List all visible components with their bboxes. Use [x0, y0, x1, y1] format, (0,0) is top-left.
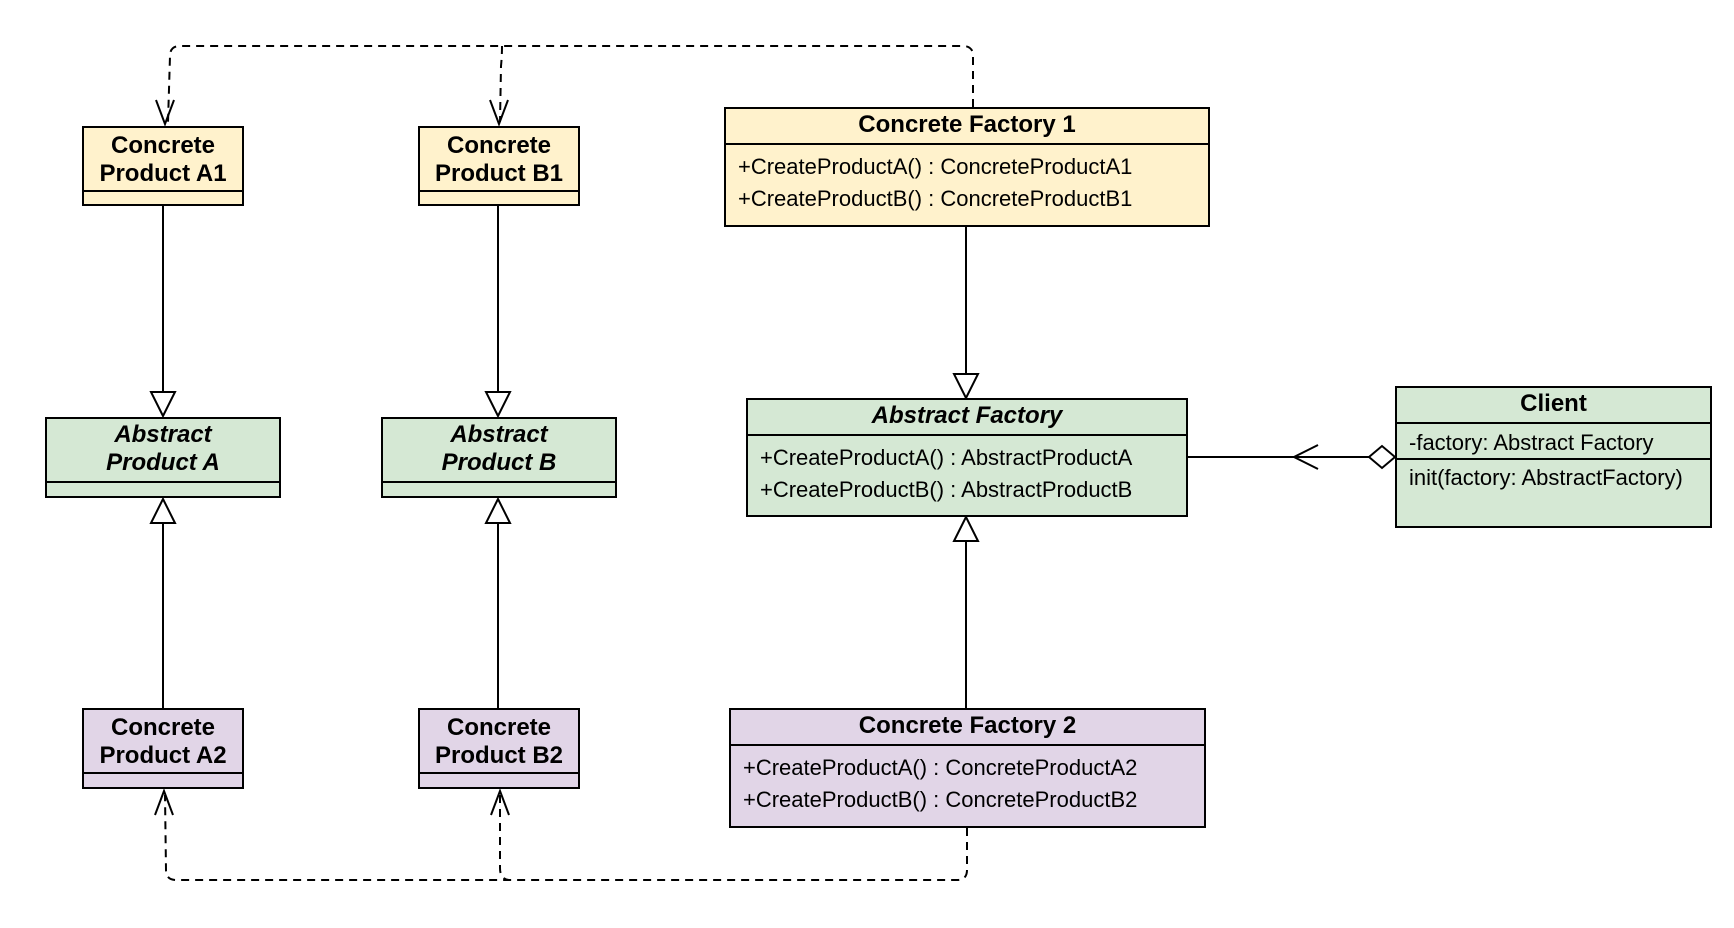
class-abstract-product-b[interactable]: Abstract Product B	[381, 417, 617, 498]
inheritance-arrowhead-b2	[484, 496, 512, 524]
method-create-product-a: +CreateProductA() : AbstractProductA	[760, 445, 1133, 470]
class-name-line1: Concrete	[446, 132, 552, 159]
dependency-line-factory1	[167, 45, 974, 123]
dependency-arrowhead-a2	[154, 788, 174, 816]
class-name-line1: Concrete	[446, 714, 552, 741]
inheritance-arrowhead-a2	[149, 496, 177, 524]
class-methods: +CreateProductA() : ConcreteProductA2 +C…	[731, 746, 1204, 816]
class-name-line2: Product B	[441, 449, 557, 476]
dependency-arrowhead-b1	[489, 99, 509, 127]
class-name-line2: Product A2	[99, 742, 227, 769]
class-name-line1: Abstract	[114, 421, 212, 448]
method-create-product-b: +CreateProductB() : ConcreteProductB1	[738, 186, 1133, 211]
method-create-product-a: +CreateProductA() : ConcreteProductA2	[743, 755, 1138, 780]
method-create-product-b: +CreateProductB() : AbstractProductB	[760, 477, 1133, 502]
inheritance-arrowhead-a1	[149, 391, 177, 419]
class-methods: +CreateProductA() : ConcreteProductA1 +C…	[726, 145, 1208, 215]
class-name: Concrete Product B2	[420, 710, 578, 774]
inheritance-arrowhead-factory1	[952, 373, 980, 401]
class-name: Concrete Product A2	[84, 710, 242, 774]
class-name: Concrete Factory 2	[731, 710, 1204, 746]
class-name-line2: Product A	[106, 449, 220, 476]
dependency-arrowhead-b2	[490, 788, 510, 816]
dependency-line-factory2	[164, 794, 968, 881]
class-name: Abstract Product B	[383, 419, 615, 483]
class-attribute: -factory: Abstract Factory	[1397, 424, 1710, 460]
class-name: Client	[1397, 388, 1710, 424]
class-concrete-factory-2[interactable]: Concrete Factory 2 +CreateProductA() : C…	[729, 708, 1206, 828]
class-name: Abstract Factory	[748, 400, 1186, 436]
class-name-line1: Concrete	[110, 714, 216, 741]
class-concrete-product-b2[interactable]: Concrete Product B2	[418, 708, 580, 789]
class-abstract-product-a[interactable]: Abstract Product A	[45, 417, 281, 498]
class-name-line2: Product A1	[99, 160, 227, 187]
aggregation-arrowhead	[1291, 444, 1319, 470]
class-methods: +CreateProductA() : AbstractProductA +Cr…	[748, 436, 1186, 506]
class-name: Concrete Product A1	[84, 128, 242, 192]
method-create-product-b: +CreateProductB() : ConcreteProductB2	[743, 787, 1138, 812]
class-name-line1: Abstract	[450, 421, 548, 448]
class-concrete-product-a2[interactable]: Concrete Product A2	[82, 708, 244, 789]
class-concrete-factory-1[interactable]: Concrete Factory 1 +CreateProductA() : C…	[724, 107, 1210, 227]
class-name-line1: Concrete	[110, 132, 216, 159]
class-concrete-product-b1[interactable]: Concrete Product B1	[418, 126, 580, 206]
class-name: Concrete Product B1	[420, 128, 578, 192]
class-name-line2: Product B2	[434, 742, 563, 769]
class-client[interactable]: Client -factory: Abstract Factory init(f…	[1395, 386, 1712, 528]
class-abstract-factory[interactable]: Abstract Factory +CreateProductA() : Abs…	[746, 398, 1188, 517]
class-name-line2: Product B1	[434, 160, 563, 187]
aggregation-diamond	[1367, 444, 1397, 470]
method-create-product-a: +CreateProductA() : ConcreteProductA1	[738, 154, 1133, 179]
inheritance-arrowhead-factory2	[952, 514, 980, 542]
class-concrete-product-a1[interactable]: Concrete Product A1	[82, 126, 244, 206]
class-name: Concrete Factory 1	[726, 109, 1208, 145]
class-name: Abstract Product A	[47, 419, 279, 483]
class-operation: init(factory: AbstractFactory)	[1409, 465, 1683, 490]
inheritance-arrowhead-b1	[484, 391, 512, 419]
dependency-arrowhead-a1	[155, 99, 175, 127]
